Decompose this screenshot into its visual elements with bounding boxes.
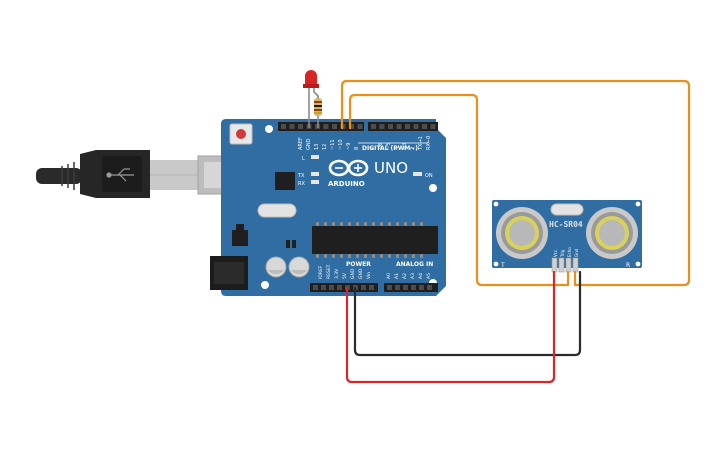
pin-label-gnd1: GND <box>350 268 356 279</box>
led-rx-indicator <box>311 180 319 184</box>
pin-label-12: 12 <box>322 144 328 150</box>
resistor[interactable] <box>314 96 322 128</box>
atmega328-chip <box>312 226 438 254</box>
sensor-pin-label-gnd: Gnd <box>574 248 579 257</box>
wire-vcc-red[interactable] <box>345 270 556 384</box>
mounting-hole <box>429 184 437 192</box>
pin-label-10: ~10 <box>338 139 344 150</box>
wire-trig-orange[interactable] <box>348 93 570 287</box>
pin-label-reset: RESET <box>326 264 332 279</box>
power-header-label: POWER <box>346 261 371 268</box>
pin-label-vin: Vin <box>366 272 372 279</box>
sensor-mark-t: T <box>500 262 505 269</box>
arduino-infinity-logo <box>328 159 369 177</box>
pin-label-5: ~5 <box>386 143 392 150</box>
pin-label-a3: A3 <box>410 273 416 279</box>
sensor-mark-r: R <box>626 262 630 269</box>
sensor-pin-label-echo: Echo <box>567 247 572 257</box>
sensor-pin-gnd <box>572 257 579 273</box>
digital-header-label: DIGITAL (PWM~) <box>362 145 418 152</box>
pin-label-9: ~9 <box>346 143 352 150</box>
pin-label-a4: A4 <box>418 273 424 279</box>
sensor-pin-trig <box>558 257 565 273</box>
usb-plug-grip <box>61 162 75 190</box>
led-body <box>305 70 317 86</box>
pin-label-tx1: TX→1 <box>418 136 424 151</box>
pin-label-3v3: 3.3V <box>334 268 340 279</box>
sensor-crystal <box>550 203 584 216</box>
pin-label-a1: A1 <box>394 273 400 279</box>
reset-button-cap <box>236 129 246 139</box>
power-header <box>310 283 378 292</box>
led-tx-label: TX <box>297 173 305 179</box>
led-l-indicator <box>311 155 319 159</box>
usb-icon <box>106 168 134 182</box>
voltage-regulator <box>232 230 248 246</box>
led-l-label: L <box>302 156 305 162</box>
sensor-pin-label-vcc: Vcc <box>553 250 558 257</box>
led-on-indicator <box>413 172 422 176</box>
led-on-label: ON <box>425 173 433 179</box>
pin-label-7: 7 <box>370 147 376 150</box>
mounting-hole <box>265 125 273 133</box>
pin-label-3: ~3 <box>402 143 408 150</box>
usb-cable-end <box>36 168 82 184</box>
analog-header-label: ANALOG IN <box>396 261 433 268</box>
pin-label-ioref: IOREF <box>318 265 324 279</box>
pin-label-6: ~6 <box>378 143 384 150</box>
board-model-label: UNO <box>374 159 408 177</box>
usb-controller-chip <box>275 172 295 190</box>
digital-header-high <box>278 122 364 131</box>
pin-label-4: 4 <box>394 147 400 150</box>
sensor-pin-vcc <box>551 257 558 273</box>
usb-plug-face <box>102 156 142 192</box>
pin-label-13: 13 <box>314 144 320 150</box>
wire-echo-orange[interactable] <box>340 79 691 287</box>
arduino-logo-text: ARDUINO <box>328 180 365 188</box>
crystal-oscillator <box>257 203 297 218</box>
digital-header-low <box>368 122 438 131</box>
sensor-model-label: HC-SR04 <box>549 220 583 229</box>
pin-label-5v: 5V <box>342 272 348 279</box>
pin-label-aref: AREF <box>298 137 304 150</box>
pin-label-a0: A0 <box>386 273 392 279</box>
pin-label-gnd2: GND <box>358 268 364 279</box>
pin-label-gnd: GND <box>306 138 312 150</box>
sensor-pin-echo <box>565 257 572 273</box>
usb-cable[interactable] <box>36 150 253 198</box>
pin-label-rx0: RX←0 <box>426 136 432 150</box>
led-rx-label: RX <box>298 181 305 187</box>
mounting-hole <box>261 281 269 289</box>
pin-label-a5: A5 <box>426 273 432 279</box>
pin-label-a2: A2 <box>402 273 408 279</box>
red-led[interactable] <box>303 70 319 128</box>
sensor-pin-label-trig: Trig <box>560 249 565 258</box>
led-tx-indicator <box>311 172 319 176</box>
pin-label-2: 2 <box>410 147 416 150</box>
arduino-uno-board[interactable]: AREF GND 13 12 ~11 ~10 ~9 8 7 ~6 ~5 4 ~3… <box>210 119 446 296</box>
wire-gnd-black[interactable] <box>353 270 582 357</box>
hc-sr04-sensor[interactable]: HC-SR04 Vcc Trig Echo Gnd T R <box>492 200 642 273</box>
pin-label-11: ~11 <box>330 139 336 150</box>
pin-label-8: 8 <box>354 147 360 150</box>
